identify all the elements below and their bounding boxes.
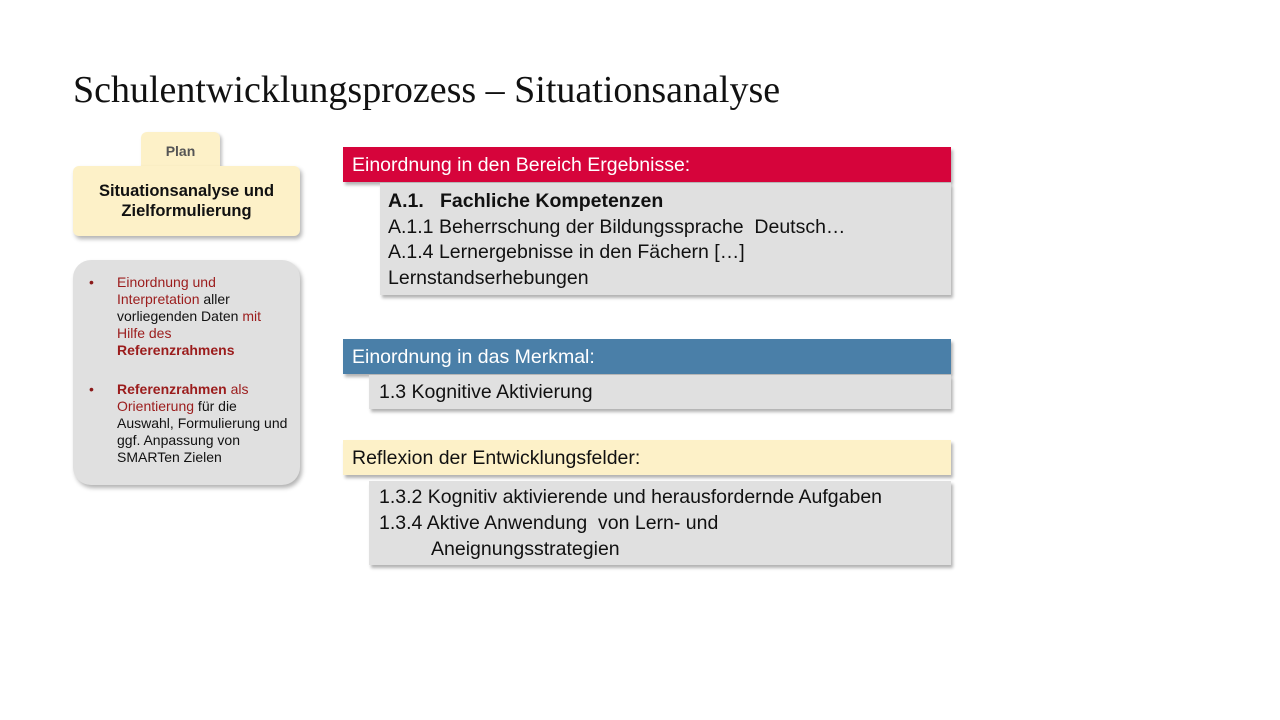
- plan-title-line2: Zielformulierung: [121, 202, 252, 220]
- bullet-marker: •: [89, 274, 94, 290]
- reflexion-line: Aneignungsstrategien: [431, 538, 620, 560]
- ergebnisse-header: Einordnung in den Bereich Ergebnisse:: [343, 147, 951, 182]
- text-highlight-bold: Referenzrahmens: [117, 342, 235, 358]
- ergebnisse-line: A.1.1 Beherrschung der Bildungssprache D…: [388, 215, 846, 238]
- ergebnisse-line: A.1.4 Lernergebnisse in den Fächern […]: [388, 241, 745, 263]
- plan-tab: Plan: [141, 132, 220, 168]
- text: für die Auswahl, Formulierung und ggf. A…: [117, 398, 288, 465]
- text: aller vorliegenden Daten: [117, 291, 243, 324]
- merkmal-header: Einordnung in das Merkmal:: [343, 339, 951, 374]
- merkmal-line: 1.3 Kognitive Aktivierung: [379, 381, 593, 403]
- reflexion-line: 1.3.2 Kognitiv aktivierende und herausfo…: [379, 486, 883, 508]
- bullet-item: • Einordnung und Interpretation aller vo…: [89, 274, 290, 359]
- plan-title-line1: Situationsanalyse und: [98, 182, 275, 200]
- bullet-marker: •: [89, 381, 94, 397]
- ergebnisse-line: A.1. Fachliche Kompetenzen: [388, 190, 664, 212]
- merkmal-body: 1.3 Kognitive Aktivierung: [369, 375, 951, 409]
- bullet-item: • Referenzrahmen als Orientierung für di…: [89, 381, 290, 466]
- slide-title: Schulentwicklungsprozess – Situationsana…: [73, 69, 781, 111]
- ergebnisse-body: A.1. Fachliche Kompetenzen A.1.1 Beherrs…: [380, 183, 951, 295]
- reflexion-body: 1.3.2 Kognitiv aktivierende und herausfo…: [369, 481, 951, 565]
- text-highlight: Einordnung und Interpretation: [117, 274, 216, 307]
- text-highlight: mit Hilfe des: [117, 308, 261, 341]
- ergebnisse-line: Lernstandserhebungen: [388, 266, 589, 289]
- explanation-box: • Einordnung und Interpretation aller vo…: [73, 260, 300, 485]
- reflexion-line: 1.3.4 Aktive Anwendung von Lern- und: [379, 512, 719, 534]
- reflexion-header: Reflexion der Entwicklungsfelder:: [343, 440, 951, 475]
- text-highlight: als Orientierung: [117, 381, 249, 414]
- text-highlight-bold: Referenzrahmen: [117, 381, 227, 397]
